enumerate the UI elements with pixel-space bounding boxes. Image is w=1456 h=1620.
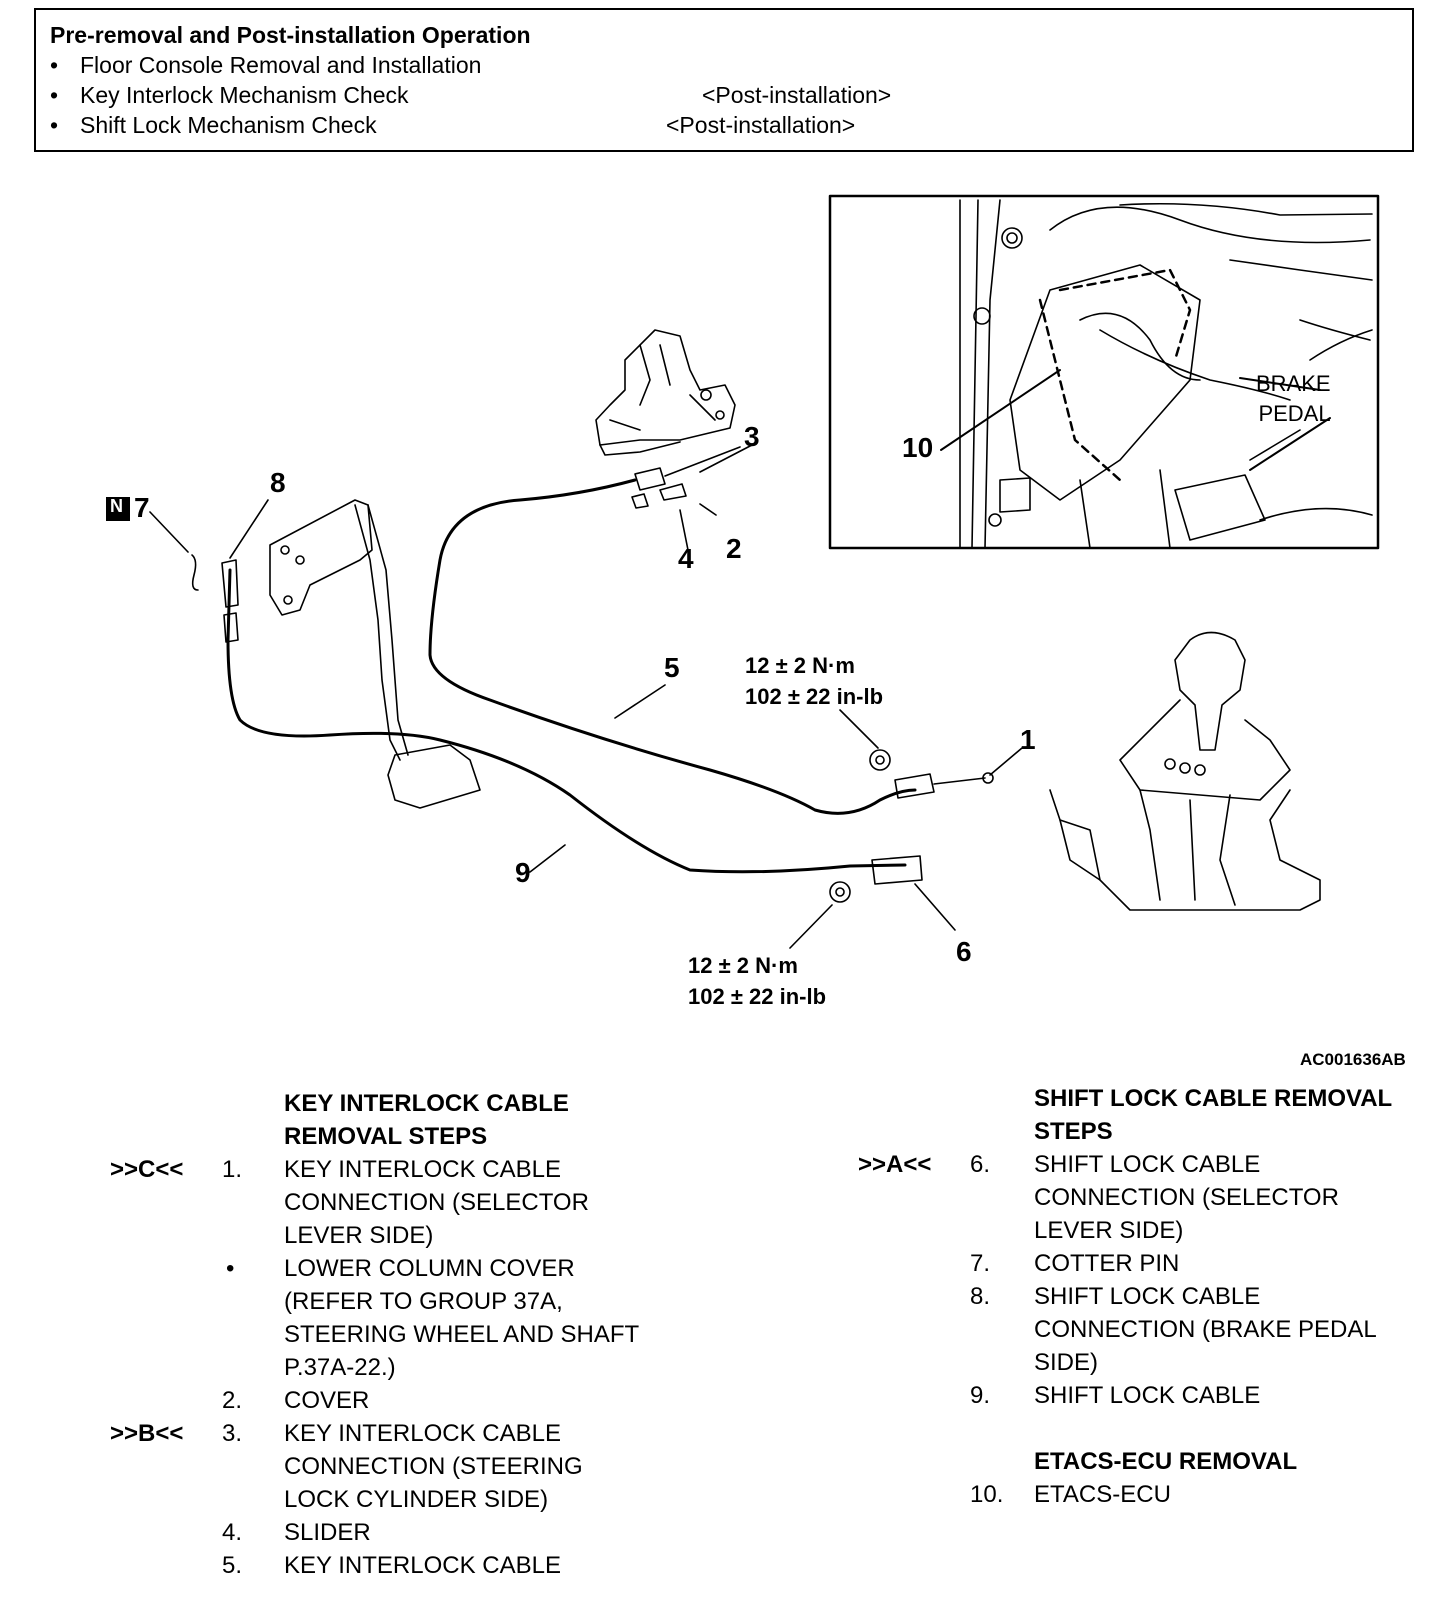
figure-id: AC001636AB <box>1300 1050 1406 1069</box>
torque-upper-imperial: 102 ± 22 in-lb <box>745 684 884 709</box>
step-item: • LOWER COLUMN COVER (REFER TO GROUP 37A… <box>110 1252 730 1384</box>
inset-etacs-ecu-illustration <box>959 199 1373 549</box>
right-steps-title: SHIFT LOCK CABLE REMOVAL STEPS <box>1034 1085 1393 1145</box>
step-text: LOWER COLUMN COVER (REFER TO GROUP 37A, … <box>284 1255 640 1381</box>
step-text: COTTER PIN <box>1034 1250 1180 1277</box>
leaders-2-3-4 <box>679 444 753 551</box>
torque-upper: 12 ± 2 N·m 102 ± 22 in-lb <box>745 650 883 712</box>
step-item: 9. SHIFT LOCK CABLE <box>858 1379 1448 1412</box>
cable-diagram <box>106 194 1380 949</box>
callout-2: 2 <box>726 533 742 564</box>
callout-10: 10 <box>902 432 934 463</box>
step-num: 4. <box>222 1519 243 1546</box>
step-item: 5. KEY INTERLOCK CABLE <box>110 1549 730 1582</box>
step-num: 10. <box>970 1481 1004 1508</box>
torque-lower-metric: 12 ± 2 N·m <box>688 953 798 978</box>
right-steps: SHIFT LOCK CABLE REMOVAL STEPS >>A<< 6. … <box>858 1082 1448 1511</box>
brake-pedal-label: BRAKE PEDAL <box>1256 371 1331 426</box>
prereq-item: •Shift Lock Mechanism Check <Post-instal… <box>50 112 856 138</box>
cotter-pin <box>191 554 199 591</box>
callout-3: 3 <box>744 421 760 452</box>
step-num: 7. <box>970 1250 991 1277</box>
n-marker-box <box>106 497 130 521</box>
step-num: 9. <box>970 1382 991 1409</box>
step-text: KEY INTERLOCK CABLE CONNECTION (STEERING… <box>284 1420 583 1513</box>
step-item: 7. COTTER PIN <box>858 1247 1448 1280</box>
callout-7: 7 <box>134 492 150 523</box>
callout-9: 9 <box>515 857 531 888</box>
step-item: 2. COVER <box>110 1384 730 1417</box>
leader-brake-pedal <box>1239 377 1331 471</box>
inset-frame <box>828 194 1380 550</box>
prereq-item-text: Shift Lock Mechanism Check <box>80 112 377 138</box>
leaders-7-8 <box>149 499 269 559</box>
prereq-item: •Key Interlock Mechanism Check <Post-ins… <box>50 82 892 108</box>
prereq-item-when: <Post-installation> <box>666 112 856 138</box>
callout-5: 5 <box>664 652 680 683</box>
step-num: 2. <box>222 1387 243 1414</box>
left-steps: KEY INTERLOCK CABLE REMOVAL STEPS >>C<< … <box>110 1087 730 1582</box>
callout-4: 4 <box>678 543 694 574</box>
prereq-item-text: Floor Console Removal and Installation <box>80 52 482 78</box>
torque-lower: 12 ± 2 N·m 102 ± 22 in-lb <box>688 950 826 1012</box>
selector-lever-illustration <box>1049 631 1321 911</box>
step-item: 4. SLIDER <box>110 1516 730 1549</box>
prereq-item-when: <Post-installation> <box>702 82 892 108</box>
step-mark: >>A<< <box>858 1151 932 1178</box>
leaders-torque-lower-6 <box>789 883 956 949</box>
leader-10 <box>940 369 1061 451</box>
torque-lower-imperial: 102 ± 22 in-lb <box>688 984 827 1009</box>
step-text: KEY INTERLOCK CABLE <box>284 1552 561 1579</box>
step-text: SLIDER <box>284 1519 371 1546</box>
leader-1 <box>989 747 1023 776</box>
shift-lock-cable <box>226 568 907 874</box>
step-text: ETACS-ECU <box>1034 1481 1171 1508</box>
step-mark: >>C<< <box>110 1156 184 1183</box>
step-item: >>A<< 6. SHIFT LOCK CABLE CONNECTION (SE… <box>858 1148 1448 1247</box>
step-item: >>C<< 1. KEY INTERLOCK CABLE CONNECTION … <box>110 1153 730 1252</box>
step-item: 8. SHIFT LOCK CABLE CONNECTION (BRAKE PE… <box>858 1280 1448 1379</box>
step-text: SHIFT LOCK CABLE CONNECTION (BRAKE PEDAL… <box>1034 1283 1377 1376</box>
step-num: 6. <box>970 1151 991 1178</box>
torque-upper-metric: 12 ± 2 N·m <box>745 653 855 678</box>
step-text: SHIFT LOCK CABLE CONNECTION (SELECTOR LE… <box>1034 1151 1339 1244</box>
n-marker: N <box>110 496 123 516</box>
prereq-box: Pre-removal and Post-installation Operat… <box>34 8 1414 152</box>
left-steps-title: KEY INTERLOCK CABLE REMOVAL STEPS <box>284 1090 569 1150</box>
steering-lock-cylinder-illustration <box>595 329 736 456</box>
step-mark: >>B<< <box>110 1420 184 1447</box>
callout-6: 6 <box>956 936 972 967</box>
step-num: 1. <box>222 1156 243 1183</box>
brake-pedal-illustration <box>269 499 481 809</box>
step-text: COVER <box>284 1387 370 1414</box>
step-item: 10. ETACS-ECU <box>858 1478 1448 1511</box>
etacs-title: ETACS-ECU REMOVAL <box>1034 1448 1298 1475</box>
step-num: 5. <box>222 1552 243 1579</box>
prereq-title: Pre-removal and Post-installation Operat… <box>50 22 531 48</box>
step-text: SHIFT LOCK CABLE <box>1034 1382 1261 1409</box>
callout-1: 1 <box>1020 724 1036 755</box>
step-num: 3. <box>222 1420 243 1447</box>
step-num: • <box>226 1255 235 1282</box>
step-item: >>B<< 3. KEY INTERLOCK CABLE CONNECTION … <box>110 1417 730 1516</box>
callout-8: 8 <box>270 467 286 498</box>
leaders-5-9 <box>529 684 666 873</box>
step-num: 8. <box>970 1283 991 1310</box>
key-interlock-cable <box>428 478 917 815</box>
prereq-item-text: Key Interlock Mechanism Check <box>80 82 409 108</box>
prereq-item: •Floor Console Removal and Installation <box>50 52 482 78</box>
leader-torque-upper <box>839 709 879 749</box>
step-text: KEY INTERLOCK CABLE CONNECTION (SELECTOR… <box>284 1156 589 1249</box>
